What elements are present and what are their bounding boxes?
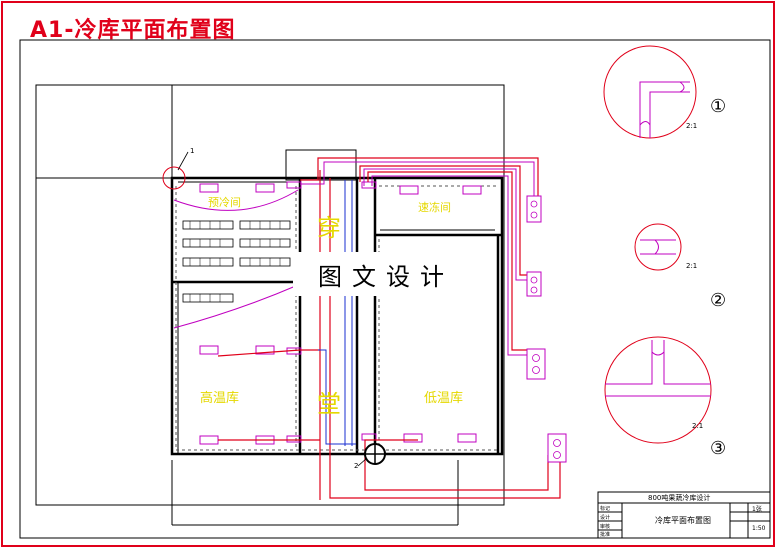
title-block-scale: 1:50 [752, 525, 766, 532]
title-block [597, 491, 771, 539]
watermark: 图文设计 [293, 252, 479, 296]
title-block-project: 800吨果蔬冷库设计 [648, 493, 710, 502]
detail-view-1 [603, 45, 697, 139]
watermark-text: 图文设计 [318, 262, 454, 291]
condenser-units [526, 195, 567, 463]
label-quick-freeze: 速冻间 [418, 200, 451, 214]
label-corridor-top: 穿 [317, 214, 341, 242]
door-arc-top [173, 189, 299, 211]
label-high-temp: 高温库 [200, 390, 239, 406]
condenser-fans [530, 200, 561, 459]
storage-racks [182, 220, 291, 303]
title-block-sheet: 1张 [752, 505, 762, 513]
detail-scale-1: 2:1 [686, 122, 697, 130]
pipes-blue [318, 180, 356, 446]
label-low-temp: 低温库 [424, 390, 463, 406]
callout-number-2: 2 [354, 462, 358, 470]
detail-view-2 [634, 223, 682, 271]
title-block-row-2: 设计 [600, 514, 610, 521]
title-block-drawing-name: 冷库平面布置图 [655, 515, 711, 525]
thin-walls [177, 149, 495, 454]
door-arc-mid [173, 284, 299, 329]
label-corridor-bottom: 堂 [317, 390, 341, 418]
inner-frame [19, 39, 771, 539]
title-block-row-4: 批准 [600, 531, 610, 538]
callout-circle [162, 166, 186, 190]
detail-view-3 [604, 336, 712, 444]
rack-dividers [189, 221, 281, 302]
drawing-title: A1-冷库平面布置图 [30, 18, 236, 43]
detail-number-1: ① [710, 96, 726, 117]
site-boundary [35, 84, 505, 526]
label-pre-cool: 预冷间 [208, 196, 241, 209]
detail-scale-3: 2:1 [692, 422, 703, 430]
detail-number-3: ③ [710, 438, 726, 459]
building-walls [170, 176, 504, 456]
evaporators [199, 181, 482, 445]
pipes-magenta [300, 161, 535, 356]
title-block-row-3: 审核 [600, 523, 610, 530]
pipes-red [217, 157, 561, 500]
callout-number-1: 1 [190, 147, 194, 155]
detail-number-2: ② [710, 290, 726, 311]
title-block-row-1: 标记 [600, 505, 610, 512]
detail-scale-2: 2:1 [686, 262, 697, 270]
